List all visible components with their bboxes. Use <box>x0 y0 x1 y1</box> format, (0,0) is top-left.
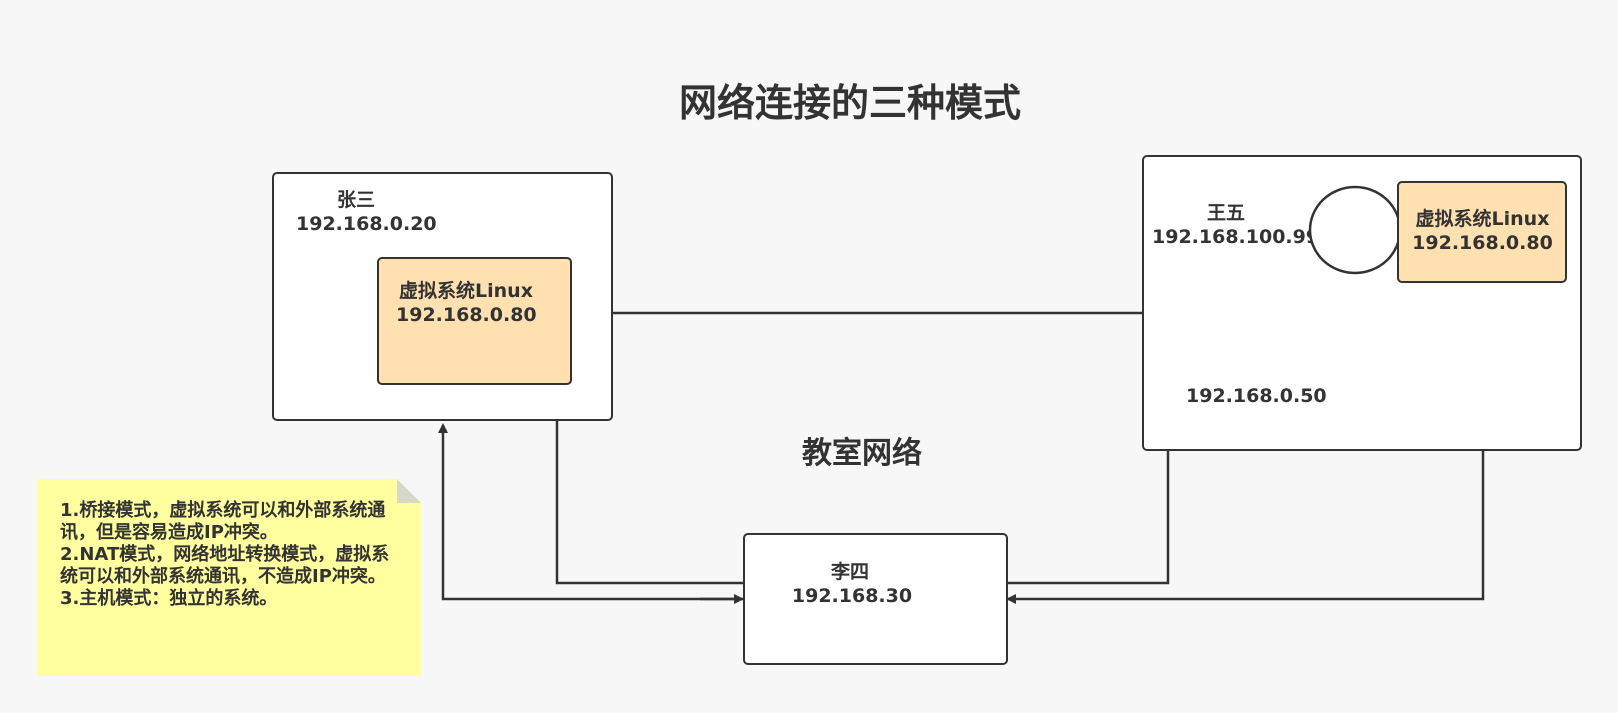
wangwu-vm-box <box>1397 181 1567 283</box>
zhangsan-name: 张三 <box>336 189 375 211</box>
zhangsan-vm-ip: 192.168.0.80 <box>396 304 537 326</box>
zhangsan-ip: 192.168.0.20 <box>296 213 437 235</box>
sticky-note <box>37 479 421 676</box>
arrow-lisi-to-zhangsan <box>438 423 744 601</box>
lisi-host-box <box>743 533 1008 665</box>
zhangsan-vm-name: 虚拟系统Linux <box>399 280 533 302</box>
diagram-title: 网络连接的三种模式 <box>678 81 1021 125</box>
note-line-2: 2.NAT模式，网络地址转换模式，虚拟系统可以和外部系统通讯，不造成IP冲突。 <box>60 544 390 587</box>
note-text: 1.桥接模式，虚拟系统可以和外部系统通讯，但是容易造成IP冲突。 2.NAT模式… <box>60 500 400 610</box>
wangwu-name: 王五 <box>1206 202 1245 224</box>
wangwu-inner-ip: 192.168.0.50 <box>1186 385 1327 407</box>
link-wangwu-lisi <box>1006 450 1170 585</box>
note-line-3: 3.主机模式：独立的系统。 <box>60 588 278 609</box>
classroom-network-label: 教室网络 <box>802 436 922 471</box>
lisi-name: 李四 <box>830 561 869 583</box>
wangwu-vm-ip: 192.168.0.80 <box>1412 232 1553 254</box>
lisi-ip: 192.168.30 <box>791 585 913 607</box>
wangwu-ip: 192.168.100.99 <box>1152 226 1320 248</box>
wangwu-vm-name: 虚拟系统Linux <box>1415 208 1550 230</box>
note-line-1: 1.桥接模式，虚拟系统可以和外部系统通讯，但是容易造成IP冲突。 <box>60 500 386 543</box>
zhangsan-vm-box <box>377 257 572 385</box>
link-zhangsan-lisi <box>555 419 744 585</box>
